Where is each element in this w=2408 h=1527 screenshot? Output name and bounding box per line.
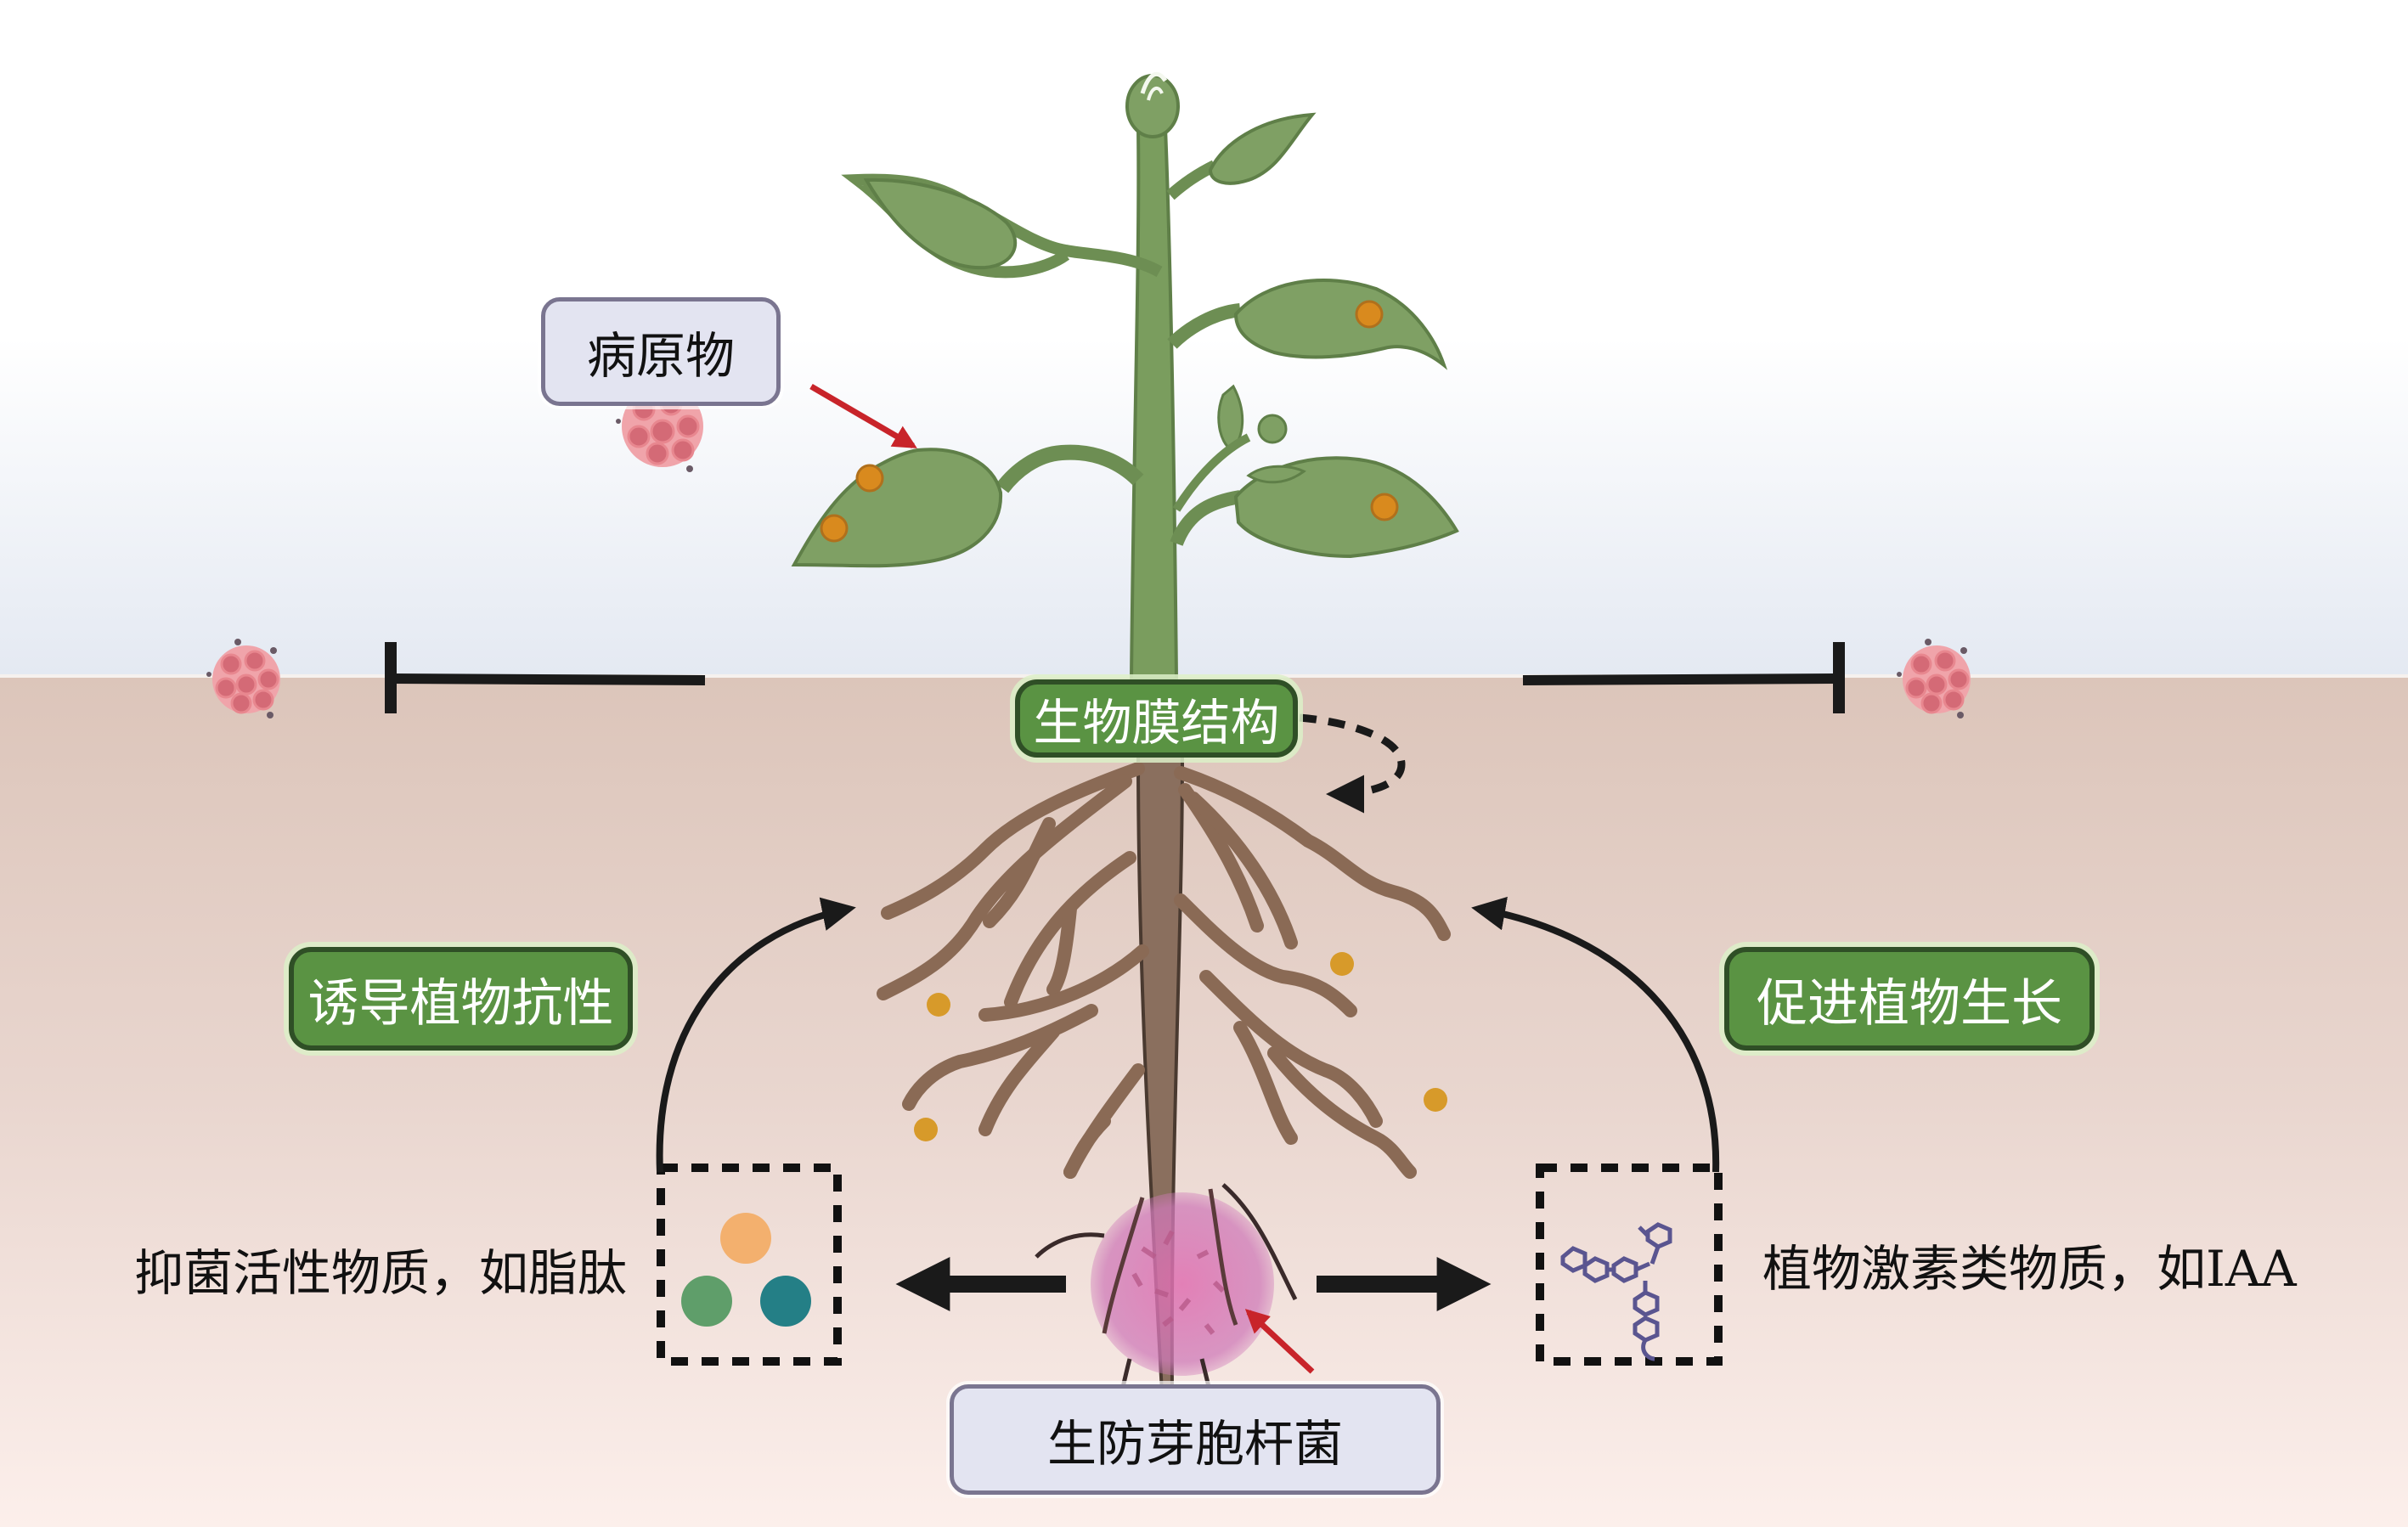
resistance-curve-arrow [656, 897, 856, 1173]
leaf-right-stalk [1167, 303, 1242, 349]
leaf-right-curl [1233, 279, 1448, 370]
lesion [1370, 493, 1399, 521]
spore [1424, 1088, 1447, 1112]
bacillus-pointer-arrow [1244, 1309, 1315, 1374]
lesion [1355, 300, 1384, 329]
growth-curve-arrow [1471, 896, 1720, 1173]
spore [1330, 952, 1354, 976]
bacteria-colony-icon [1035, 1183, 1298, 1406]
induce-resistance-label: 诱导植物抗性 [289, 947, 633, 1051]
leaf-upper-left-blade [863, 177, 1018, 270]
lipopeptide-dots-icon [681, 1213, 811, 1327]
leaf-lower-right [1233, 456, 1459, 559]
biofilm-feedback-arrow [1299, 713, 1406, 814]
hormone-box [1536, 1164, 1723, 1366]
leaf-small-right [1208, 112, 1317, 185]
bacillus-label: 生防芽胞杆菌 [950, 1384, 1441, 1495]
lesion [855, 464, 884, 493]
spore [927, 993, 950, 1017]
plant-shoot [791, 71, 1459, 681]
lesion [820, 514, 849, 543]
spore [914, 1118, 938, 1141]
pathogen-label: 病原物 [541, 297, 781, 406]
leaf-lower-left [791, 448, 1003, 568]
molecule-icon [1560, 1222, 1672, 1361]
phytohormone-caption: 植物激素类物质，如IAA [1762, 1240, 2297, 1298]
leaf-lower-right-stalk [1170, 490, 1242, 547]
antimicrobial-caption: 抑菌活性物质，如脂肽 [134, 1244, 628, 1302]
pathogen-cluster-icon [1897, 639, 1971, 718]
pathogen-attack-arrow [809, 383, 917, 449]
stem [1129, 126, 1179, 681]
flower-bud-icon [1257, 414, 1288, 444]
leaf-lower-left-stalk [995, 444, 1144, 493]
biofilm-label: 生物膜结构 [1015, 679, 1298, 758]
inhibit-bar-icon [385, 642, 706, 713]
inhibit-bar-icon [1522, 642, 1845, 713]
lipopeptide-box [657, 1164, 842, 1366]
small-leaf-icon [1246, 465, 1306, 484]
apical-bud-icon [1125, 71, 1180, 138]
promote-growth-label: 促进植物生长 [1724, 947, 2095, 1051]
sky [0, 0, 2408, 675]
pathogen-cluster-icon [206, 639, 280, 718]
